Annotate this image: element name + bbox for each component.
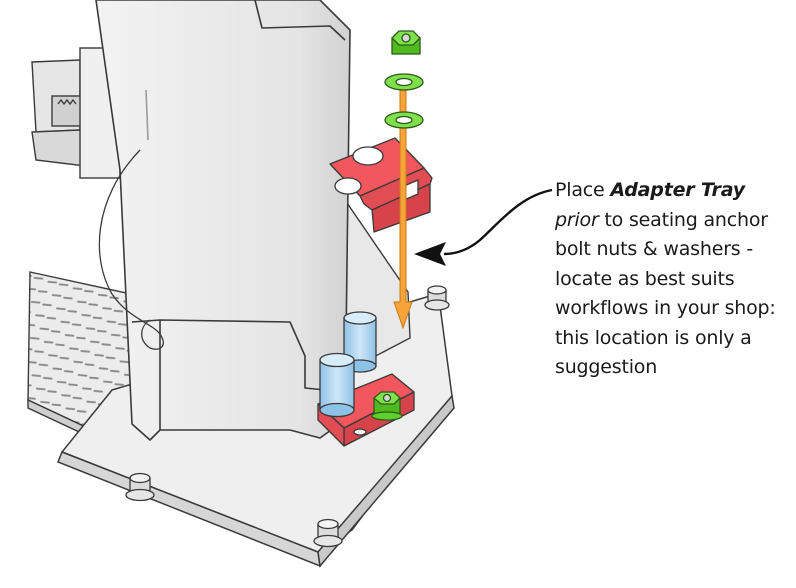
callout-text: Place Adapter Tray prior to seating ancho… [555, 176, 791, 383]
column-post [95, 0, 351, 441]
callout-italic: prior [555, 208, 599, 231]
callout-emphasis: Adapter Tray [610, 179, 745, 201]
callout-prefix: Place [555, 179, 611, 201]
washer-lower [384, 111, 424, 129]
anchor-bolt-front-right [313, 518, 343, 548]
callout-body: to seating anchor bolt nuts & washers - … [555, 208, 776, 379]
anchor-nut-exploded [391, 30, 421, 55]
cable [98, 149, 164, 350]
adapter-cup-front [319, 352, 355, 418]
curved-leader-arrow-icon [414, 188, 553, 266]
washer-upper [384, 73, 424, 91]
anchor-nut-installed [371, 391, 403, 421]
anchor-bolt-back [424, 285, 450, 311]
anchor-bolt-front-left [125, 472, 155, 502]
